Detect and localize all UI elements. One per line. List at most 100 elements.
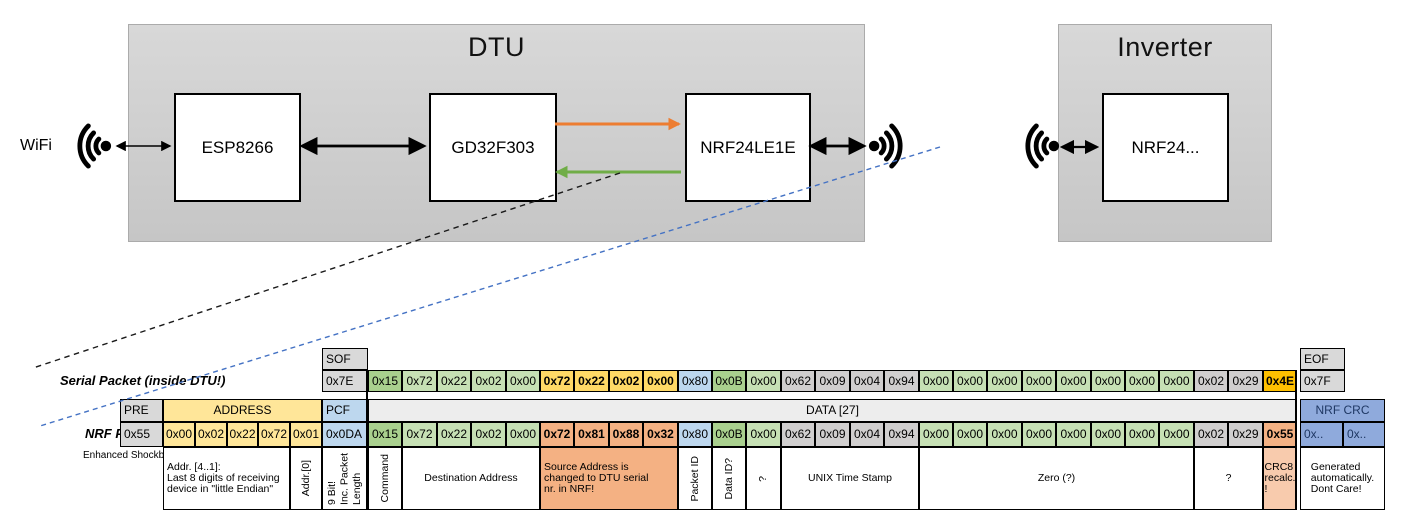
serial-byte-cell: 0x72 (402, 370, 437, 392)
data-region-left-border (366, 370, 368, 510)
nrf24le1e-box: NRF24LE1E (685, 93, 811, 202)
esp8266-box: ESP8266 (174, 93, 301, 202)
annotation-cell: Addr.[0] (290, 447, 322, 510)
address-byte-cell-text: 0x00 (165, 427, 193, 442)
pcf-header-cell: PCF (322, 399, 368, 422)
address-byte-cell: 0x02 (195, 422, 227, 447)
pre-header-cell: PRE (120, 399, 163, 422)
nrf-byte-cell: 0x72 (402, 422, 437, 447)
serial-byte-cell-text: 0x22 (440, 373, 468, 388)
data-header-cell-text: DATA [27] (806, 403, 859, 418)
serial-byte-cell: 0x94 (884, 370, 919, 392)
pcf-value-cell-text: 0x0DA (326, 427, 363, 442)
serial-byte-cell: 0x22 (574, 370, 609, 392)
serial-byte-cell-text: 0x00 (1128, 373, 1156, 388)
serial-byte-cell: 0x22 (437, 370, 471, 392)
annotation-cell: UNIX Time Stamp (781, 447, 919, 510)
nrf-byte-cell: 0x72 (540, 422, 574, 447)
annotation-cell-text: Addr. [4..1]: Last 8 digits of receiving… (167, 460, 280, 495)
nrf-byte-cell: 0x02 (1194, 422, 1228, 447)
pre-header-cell-text: PRE (124, 403, 149, 418)
nrf-byte-cell-text: 0x04 (853, 427, 881, 442)
nrf-byte-cell-text: 0x00 (1163, 427, 1190, 442)
nrf-byte-cell: 0x0B (712, 422, 746, 447)
nrf-byte-cell-text: 0x29 (1232, 427, 1259, 442)
serial-byte-cell-text: 0x80 (681, 373, 709, 388)
annotation-cell-text: Zero (?) (1037, 471, 1076, 484)
serial-byte-cell-text: 0x00 (647, 373, 674, 388)
annotation-cell-text: Generated automatically. Dont Care! (1310, 460, 1375, 495)
nrf-byte-cell: 0x32 (643, 422, 678, 447)
annotation-cell-text: ? (1225, 471, 1232, 484)
annotation-cell: Zero (?) (919, 447, 1194, 510)
annotation-cell-text: CRC8 recalc. ! (1264, 460, 1296, 495)
enhanced-shockburst-label: Enhanced Shockburst (83, 450, 181, 461)
address-byte-cell: 0x00 (163, 422, 195, 447)
annotation-cell-text: Command (378, 454, 391, 503)
nrf-byte-cell-text: 0x02 (475, 427, 502, 442)
serial-byte-cell-text: 0x00 (1025, 373, 1053, 388)
serial-byte-cell-text: 0x4E (1265, 373, 1295, 388)
address-byte-cell-text: 0x01 (292, 427, 320, 442)
inverter-nrf24-label: NRF24... (1131, 137, 1200, 157)
nrf-byte-cell: 0x00 (987, 422, 1022, 447)
address-byte-cell: 0x22 (227, 422, 258, 447)
sof-value-cell: 0x7E (322, 370, 368, 392)
nrf-crc-value-cell-text: 0x.. (1304, 427, 1324, 442)
nrf24le1e-label: NRF24LE1E (700, 137, 796, 157)
serial-byte-cell: 0x15 (368, 370, 402, 392)
serial-byte-cell: 0x00 (506, 370, 540, 392)
serial-byte-cell-text: 0x22 (578, 373, 605, 388)
nrf-byte-cell-text: 0x00 (1060, 427, 1087, 442)
nrf-byte-cell: 0x00 (1022, 422, 1056, 447)
inverter-antenna-icon (1025, 123, 1060, 169)
nrf-byte-cell-text: 0x00 (1128, 427, 1156, 442)
serial-byte-cell-text: 0x00 (956, 373, 984, 388)
serial-byte-cell: 0x29 (1228, 370, 1263, 392)
nrf-byte-cell: 0x00 (1056, 422, 1091, 447)
annotation-cell-text: Addr.[0] (299, 460, 312, 497)
serial-byte-cell: 0x02 (1194, 370, 1228, 392)
serial-byte-cell-text: 0x00 (750, 373, 777, 388)
nrf-crc-value-cell-text: 0x.. (1347, 427, 1367, 442)
serial-byte-cell-text: 0x94 (888, 373, 915, 388)
nrf-byte-cell: 0x00 (1125, 422, 1159, 447)
nrf-byte-cell-text: 0x00 (1094, 427, 1122, 442)
inverter-nrf24-box: NRF24... (1102, 93, 1229, 202)
nrf-byte-cell-text: 0x15 (371, 427, 399, 442)
serial-byte-cell: 0x00 (953, 370, 987, 392)
address-header-cell: ADDRESS (163, 399, 322, 422)
nrf-byte-cell-text: 0x80 (681, 427, 709, 442)
serial-byte-cell-text: 0x02 (612, 373, 640, 388)
serial-byte-cell: 0x00 (1125, 370, 1159, 392)
gd32f303-box: GD32F303 (429, 93, 557, 202)
nrf-byte-cell-text: 0x72 (543, 427, 571, 442)
annotation-cell-text: Destination Address (424, 471, 518, 484)
address-byte-cell-text: 0x02 (197, 427, 225, 442)
data-region-right-border (1295, 370, 1297, 510)
nrf-byte-cell: 0x80 (678, 422, 712, 447)
nrf-byte-cell-text: 0x22 (440, 427, 468, 442)
annotation-cell: Data ID? (712, 447, 746, 510)
address-byte-cell: 0x01 (290, 422, 322, 447)
nrf-byte-cell: 0x00 (1091, 422, 1125, 447)
serial-byte-cell-text: 0x02 (1197, 373, 1225, 388)
nrf-byte-cell-text: 0x62 (784, 427, 812, 442)
address-byte-cell: 0x72 (258, 422, 290, 447)
serial-packet-label: Serial Packet (inside DTU!) (60, 373, 226, 388)
serial-byte-cell: 0x80 (678, 370, 712, 392)
serial-byte-cell-text: 0x00 (991, 373, 1018, 388)
nrf-byte-cell-text: 0x32 (647, 427, 674, 442)
serial-byte-cell: 0x00 (1091, 370, 1125, 392)
annotation-cell: ? (1194, 447, 1263, 510)
annotation-cell: Source Address is changed to DTU serial … (540, 447, 678, 510)
nrf-byte-cell: 0x81 (574, 422, 609, 447)
gd32f303-label: GD32F303 (451, 137, 535, 157)
serial-byte-cell-text: 0x72 (543, 373, 571, 388)
serial-byte-cell-text: 0x00 (1094, 373, 1122, 388)
serial-byte-cell: 0x4E (1263, 370, 1297, 392)
annotation-cell-text: Source Address is changed to DTU serial … (544, 460, 649, 495)
esp8266-label: ESP8266 (201, 137, 274, 157)
nrf-crc-value-cell: 0x.. (1300, 422, 1343, 447)
